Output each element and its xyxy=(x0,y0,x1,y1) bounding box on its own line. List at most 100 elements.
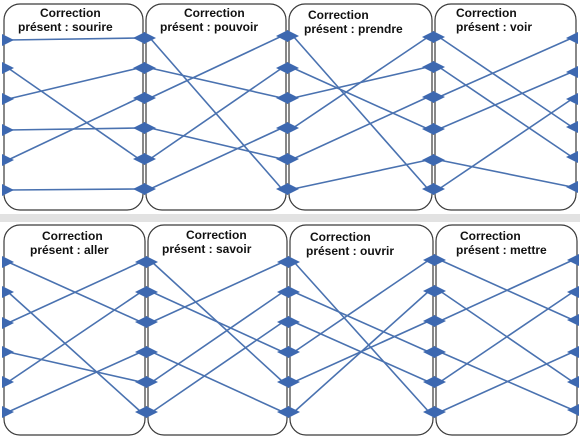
left-anchor-arrow-icon xyxy=(287,183,299,195)
card-title-line2: présent : pouvoir xyxy=(160,20,259,34)
right-anchor-arrow-icon xyxy=(133,32,145,44)
left-anchor-arrow-icon xyxy=(287,122,299,134)
left-anchor-arrow-icon xyxy=(288,346,300,358)
card-title-savoir: Correction présent : savoir xyxy=(162,228,251,256)
left-anchor-arrow-icon xyxy=(146,376,158,388)
right-anchor-arrow-icon xyxy=(423,315,435,327)
right-anchor-arrow-icon xyxy=(277,346,289,358)
card-frame xyxy=(289,224,434,436)
matching-line xyxy=(149,127,283,160)
left-anchor-arrow-icon xyxy=(287,153,299,165)
left-anchor-arrow-icon xyxy=(146,406,158,418)
left-anchor-arrow-icon xyxy=(144,183,156,195)
card-frame xyxy=(145,3,287,211)
matching-line xyxy=(7,67,140,160)
matching-line xyxy=(292,96,429,160)
card-title-sourire: Correction présent : sourire xyxy=(18,6,113,34)
left-anchor-arrow-icon xyxy=(434,254,446,266)
matching-line xyxy=(293,259,430,353)
left-anchor-arrow-icon xyxy=(288,286,300,298)
left-anchor-arrow-icon xyxy=(433,123,445,135)
matching-line xyxy=(439,351,574,413)
matching-line xyxy=(7,188,140,191)
matching-line xyxy=(293,261,430,413)
matching-line xyxy=(293,291,430,353)
right-anchor-arrow-icon xyxy=(422,183,434,195)
right-anchor-arrow-icon xyxy=(422,123,434,135)
card-title-prendre: Correction présent : prendre xyxy=(304,8,403,36)
left-anchor-arrow-icon xyxy=(287,30,299,42)
left-anchor-arrow-icon xyxy=(434,285,446,297)
card-title-line2: présent : ouvrir xyxy=(306,244,395,258)
right-anchor-arrow-icon xyxy=(423,254,435,266)
right-anchor-arrow-icon xyxy=(566,32,578,44)
matching-line xyxy=(7,97,140,161)
left-anchor-arrow-icon xyxy=(433,61,445,73)
card-title-line1: Correction xyxy=(40,6,101,20)
right-anchor-arrow-icon xyxy=(566,181,578,193)
right-anchor-arrow-icon xyxy=(423,376,435,388)
left-anchor-arrow-icon xyxy=(288,406,300,418)
right-anchor-arrow-icon xyxy=(133,153,145,165)
right-anchor-arrow-icon xyxy=(133,92,145,104)
right-anchor-arrow-icon xyxy=(276,153,288,165)
right-anchor-arrow-icon xyxy=(135,316,147,328)
matching-line xyxy=(151,351,284,413)
right-anchor-arrow-icon xyxy=(566,121,578,133)
left-anchor-arrow-icon xyxy=(146,256,158,268)
card-title-ouvrir: Correction présent : ouvrir xyxy=(306,230,394,258)
card-frame xyxy=(435,224,578,436)
matching-line xyxy=(439,351,574,411)
card-title-voir: Correction présent : voir xyxy=(456,6,532,34)
card-frame xyxy=(3,224,146,436)
left-anchor-arrow-icon xyxy=(433,183,445,195)
right-anchor-arrow-icon xyxy=(422,61,434,73)
left-anchor-arrow-icon xyxy=(2,62,14,74)
right-anchor-arrow-icon xyxy=(276,92,288,104)
right-anchor-arrow-icon xyxy=(276,122,288,134)
matching-line xyxy=(149,127,283,190)
right-anchor-arrow-icon xyxy=(566,151,578,163)
right-anchor-arrow-icon xyxy=(133,183,145,195)
left-anchor-arrow-icon xyxy=(433,31,445,43)
right-anchor-arrow-icon xyxy=(133,62,145,74)
right-anchor-arrow-icon xyxy=(133,122,145,134)
left-anchor-arrow-icon xyxy=(434,376,446,388)
left-anchor-arrow-icon xyxy=(434,315,446,327)
matching-line xyxy=(149,67,283,99)
matching-line xyxy=(439,291,574,383)
right-anchor-arrow-icon xyxy=(135,256,147,268)
left-anchor-arrow-icon xyxy=(146,286,158,298)
right-anchor-arrow-icon xyxy=(277,256,289,268)
left-anchor-arrow-icon xyxy=(2,256,14,268)
right-anchor-arrow-icon xyxy=(135,346,147,358)
left-anchor-arrow-icon xyxy=(2,346,14,358)
right-anchor-arrow-icon xyxy=(423,346,435,358)
right-anchor-arrow-icon xyxy=(135,286,147,298)
left-anchor-arrow-icon xyxy=(2,376,14,388)
matching-line xyxy=(7,291,142,383)
right-anchor-arrow-icon xyxy=(135,406,147,418)
right-anchor-arrow-icon xyxy=(567,286,579,298)
card-frame xyxy=(147,224,288,436)
right-anchor-arrow-icon xyxy=(135,376,147,388)
left-anchor-arrow-icon xyxy=(146,346,158,358)
card-title-line2: présent : mettre xyxy=(456,243,547,257)
matching-line xyxy=(7,351,142,413)
right-anchor-arrow-icon xyxy=(276,183,288,195)
left-anchor-arrow-icon xyxy=(434,346,446,358)
left-anchor-arrow-icon xyxy=(433,154,445,166)
card-title-line1: Correction xyxy=(186,228,247,242)
matching-line xyxy=(438,98,573,190)
left-anchor-arrow-icon xyxy=(144,62,156,74)
card-frame xyxy=(3,3,144,211)
left-anchor-arrow-icon xyxy=(2,93,14,105)
card-title-line1: Correction xyxy=(308,8,369,22)
matching-line xyxy=(292,36,429,129)
matching-line xyxy=(151,291,284,383)
matching-line xyxy=(438,37,573,98)
card-title-line2: présent : sourire xyxy=(18,20,113,34)
right-anchor-arrow-icon xyxy=(566,93,578,105)
left-anchor-arrow-icon xyxy=(288,256,300,268)
